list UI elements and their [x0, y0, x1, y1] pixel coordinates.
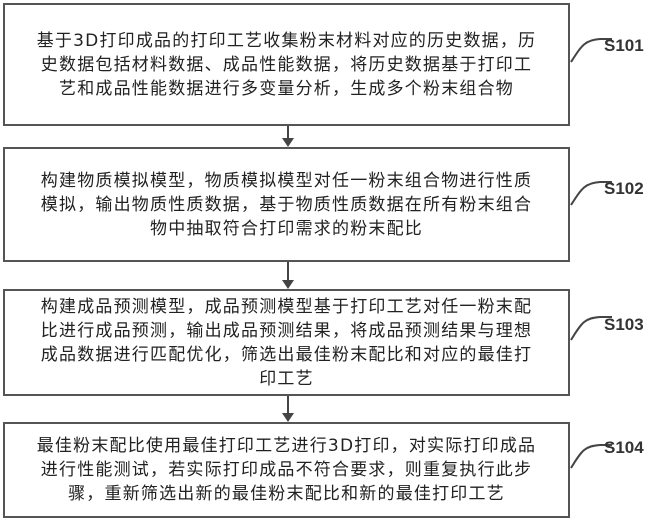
arrowhead-icon: [282, 413, 294, 422]
step-text: 比进行成品预测，输出成品预测结果，将成品预测结果与理想: [40, 320, 533, 341]
step-label-s101: S101: [604, 36, 644, 55]
step-label-s103: S103: [604, 315, 644, 334]
step-text: 构建成品预测模型，成品预测模型基于打印工艺对任一粉末配: [40, 296, 533, 317]
step-box-s104: 最佳粉末配比使用最佳打印工艺进行3D打印，对实际打印成品 进行性能测试，若实际打…: [3, 422, 570, 518]
arrowhead-icon: [282, 280, 294, 289]
step-text: 最佳粉末配比使用最佳打印工艺进行3D打印，对实际打印成品: [36, 436, 537, 456]
leader-s103: [570, 316, 612, 341]
step-text: 模拟，输出物质性质数据，基于物质性质数据在所有粉末组合: [40, 194, 533, 215]
step-text: 史数据包括材料数据、成品性能数据，将历史数据基于打印工: [40, 54, 533, 75]
step-text: 物中抽取符合打印需求的粉末配比: [150, 218, 423, 239]
arrowhead-icon: [282, 138, 294, 147]
step-label-s102: S102: [604, 179, 644, 198]
step-text: 骤，重新筛选出新的最佳粉末配比和新的最佳打印工艺: [68, 484, 505, 504]
step-label-s104: S104: [604, 438, 644, 457]
step-text: 印工艺: [259, 368, 314, 389]
leader-s104: [570, 444, 612, 469]
step-text: 构建物质模拟模型，物质模拟模型对任一粉末组合物进行性质: [40, 170, 533, 191]
step-text: 基于3D打印成品的打印工艺收集粉末材料对应的历史数据，历: [36, 30, 537, 51]
leader-s102: [570, 181, 612, 206]
step-box-s103: 构建成品预测模型，成品预测模型基于打印工艺对任一粉末配 比进行成品预测，输出成品…: [3, 289, 570, 396]
leader-s101: [570, 38, 612, 63]
step-text: 进行性能测试，若实际打印成品不符合要求，则重复执行此步: [40, 460, 533, 480]
step-text: 成品数据进行匹配优化，筛选出最佳粉末配比和对应的最佳打: [40, 344, 533, 365]
step-box-s102: 构建物质模拟模型，物质模拟模型对任一粉末组合物进行性质 模拟，输出物质性质数据，…: [3, 147, 570, 262]
step-text: 艺和成品性能数据进行多变量分析，生成多个粉末组合物: [59, 78, 514, 99]
step-box-s101: 基于3D打印成品的打印工艺收集粉末材料对应的历史数据，历 史数据包括材料数据、成…: [3, 3, 570, 126]
